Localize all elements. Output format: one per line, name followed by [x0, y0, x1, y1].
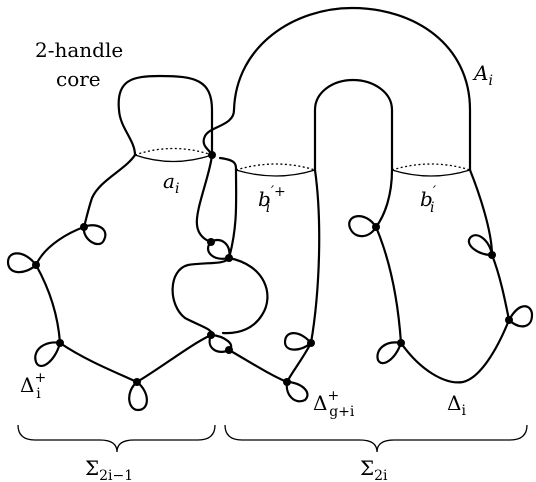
label-delta-plus-gi: Δ+g+i [313, 388, 355, 420]
right-edge-4 [374, 225, 403, 345]
right-edge-1 [309, 168, 321, 345]
right-edge-3 [374, 168, 394, 229]
loop-287 [285, 380, 309, 403]
brace-left [17, 424, 216, 453]
label-delta-plus-i: Δ+i [20, 370, 46, 402]
middle-to-right [227, 348, 289, 384]
loop-36 [6, 252, 38, 274]
left-graph-edge-6 [195, 153, 214, 244]
arch-left-leg [202, 108, 236, 157]
circle-bprime-front [391, 169, 471, 177]
graph-vertices [32, 151, 513, 386]
circle-a-back [134, 147, 213, 156]
vertex [307, 339, 315, 347]
circle-bprime-plus-back [235, 163, 316, 171]
left-graph-edge-2 [34, 225, 86, 267]
loop-84 [82, 224, 107, 246]
left-graph-edge-4 [58, 341, 139, 384]
vertex [488, 251, 496, 259]
loop-311 [283, 332, 313, 351]
vertex [208, 151, 216, 159]
vertex [80, 223, 88, 231]
right-edge-7 [490, 253, 511, 322]
label-handle-core-1: 2-handle [35, 38, 123, 62]
loop-492 [467, 234, 494, 257]
label-bprime-plus: b′+i [258, 184, 286, 216]
vertex [133, 378, 141, 386]
middle-loop [171, 238, 231, 337]
right-edge-6 [468, 168, 494, 257]
loop-60 [34, 341, 62, 368]
loop-137 [128, 380, 148, 412]
left-graph-edge-3 [34, 263, 62, 345]
vertex [225, 254, 233, 262]
vertex [56, 339, 64, 347]
middle-loop-right [221, 256, 269, 335]
label-sigma-left: Σ2i−1 [85, 456, 133, 482]
label-sigma-right: Σ2i [360, 456, 388, 482]
loop-376 [348, 215, 378, 238]
circle-a-front [134, 154, 213, 163]
vertex [372, 223, 380, 231]
loop-509 [507, 305, 534, 328]
vertex [32, 261, 40, 269]
left-tube-lower [227, 168, 238, 260]
left-graph-edge-5 [135, 333, 213, 384]
label-delta-i: Δi [447, 391, 466, 419]
loop-401 [376, 341, 403, 365]
label-a: ai [163, 169, 179, 197]
vertex [225, 346, 233, 354]
vertex [397, 339, 405, 347]
label-bprime: b′i [420, 184, 437, 216]
handle-core-tube [117, 74, 214, 157]
vertex [283, 378, 291, 386]
circle-bprime-plus-front [235, 169, 316, 177]
vertex [207, 238, 215, 246]
vertex [207, 331, 215, 339]
vertex [505, 316, 513, 324]
brace-right [224, 424, 528, 453]
label-handle-core-2: core [56, 67, 101, 91]
inner-arch [313, 78, 394, 172]
left-graph-edge-1 [82, 153, 137, 229]
label-A: Ai [472, 61, 493, 89]
circle-bprime-back [391, 163, 471, 171]
arch-left-leg-lower [218, 156, 238, 172]
right-edge-5 [399, 318, 511, 384]
outer-arch [232, 6, 472, 172]
